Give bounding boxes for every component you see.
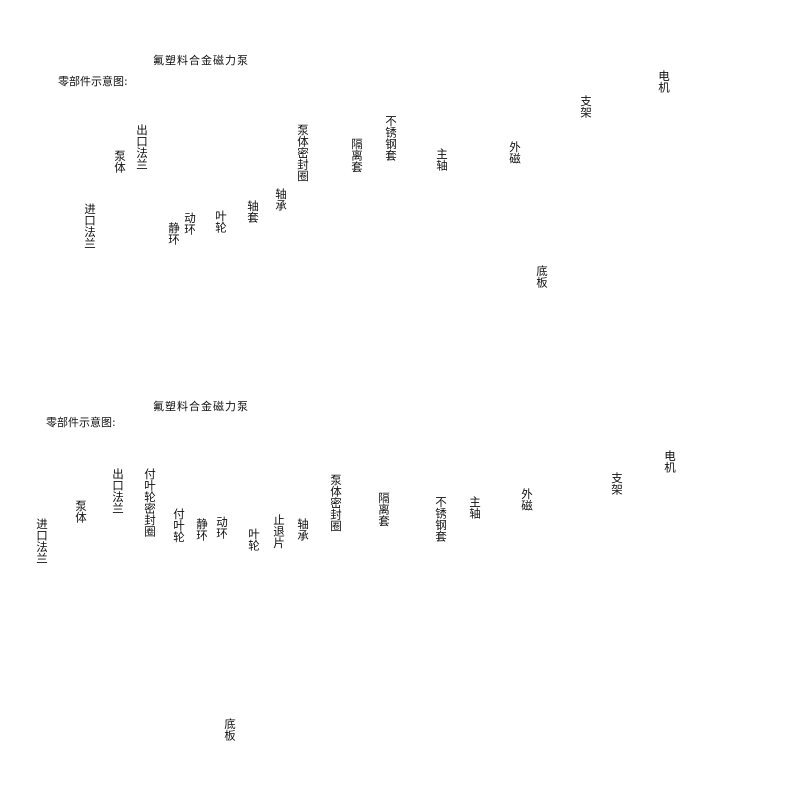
top-label-isolation-sleeve: 隔离套 bbox=[350, 138, 364, 173]
bottom-label-aux-impeller: 付叶轮 bbox=[172, 508, 186, 543]
top-leader-lines bbox=[88, 100, 663, 290]
bottom-label-bracket: 支架 bbox=[610, 472, 624, 495]
top-outer-magnet bbox=[481, 184, 535, 226]
top-label-static-ring: 静环 bbox=[167, 222, 181, 245]
bottom-label-outer-magnet: 外磁 bbox=[520, 488, 534, 511]
top-label-main-shaft: 主轴 bbox=[435, 148, 449, 171]
bottom-main-shaft bbox=[458, 586, 489, 596]
bottom-isolation-sleeve bbox=[354, 563, 409, 641]
top-label-moving-ring: 动环 bbox=[183, 212, 197, 235]
bottom-static-ring bbox=[199, 623, 209, 641]
bottom-label-bearing: 轴承 bbox=[296, 518, 310, 541]
top-label-pump-body-seal: 泵体密封圈 bbox=[296, 124, 310, 182]
bottom-bracket bbox=[559, 527, 637, 621]
bottom-label-impeller: 叶轮 bbox=[247, 528, 261, 551]
bottom-outlet-flange bbox=[81, 541, 127, 563]
top-subtitle: 零部件示意图: bbox=[58, 75, 128, 88]
top-inlet-flange bbox=[73, 283, 103, 341]
bottom-title: 氟塑料合金磁力泵 bbox=[153, 400, 249, 413]
bottom-pump-body-seal bbox=[314, 561, 362, 651]
bottom-label-main-shaft: 主轴 bbox=[468, 496, 482, 519]
bottom-label-isolation-sleeve: 隔离套 bbox=[377, 492, 391, 527]
top-moving-ring bbox=[180, 280, 192, 298]
top-isolation-sleeve bbox=[328, 207, 381, 281]
top-label-pump-body: 泵体 bbox=[113, 150, 127, 173]
bottom-label-static-ring: 静环 bbox=[195, 518, 209, 541]
bottom-label-motor: 电机 bbox=[663, 450, 677, 473]
top-motor bbox=[635, 117, 753, 216]
bottom-stop-plate bbox=[273, 606, 281, 622]
top-bearing bbox=[275, 257, 285, 271]
bottom-label-base-plate: 底板 bbox=[223, 718, 237, 741]
top-label-impeller: 叶轮 bbox=[214, 210, 228, 233]
bottom-label-aux-impeller-seal: 付叶轮密封圈 bbox=[143, 468, 157, 537]
bottom-aux-impeller bbox=[163, 599, 193, 661]
top-label-bearing: 轴承 bbox=[274, 188, 288, 211]
bottom-label-pump-body-seal: 泵体密封圈 bbox=[329, 474, 343, 532]
top-label-motor: 电机 bbox=[657, 70, 671, 93]
top-static-ring bbox=[170, 281, 182, 299]
bottom-stainless-sleeve bbox=[407, 567, 449, 613]
bottom-label-stop-plate: 止退片 bbox=[272, 514, 286, 549]
bottom-aux-impeller-seal bbox=[138, 611, 158, 665]
top-shaft-sleeve bbox=[243, 261, 273, 275]
bottom-pump-body bbox=[67, 577, 139, 678]
top-label-inlet-flange: 进口法兰 bbox=[83, 203, 97, 249]
top-label-outer-magnet: 外磁 bbox=[508, 141, 522, 164]
top-pump-body bbox=[109, 244, 169, 337]
top-pump-body-seal bbox=[293, 207, 337, 297]
top-label-base-plate: 底板 bbox=[535, 265, 549, 288]
top-bracket bbox=[549, 139, 623, 226]
top-stainless-sleeve bbox=[373, 205, 415, 251]
bottom-inlet-flange bbox=[29, 599, 59, 657]
bottom-label-moving-ring: 动环 bbox=[215, 516, 229, 539]
top-base-plate bbox=[376, 274, 512, 351]
bottom-leader-lines bbox=[39, 481, 676, 723]
bottom-label-pump-body: 泵体 bbox=[74, 500, 88, 523]
top-label-outlet-flange: 出口法兰 bbox=[135, 124, 149, 170]
bottom-label-inlet-flange: 进口法兰 bbox=[35, 518, 49, 564]
bottom-subtitle: 零部件示意图: bbox=[46, 416, 116, 429]
bottom-outer-magnet bbox=[493, 555, 557, 617]
top-label-bracket: 支架 bbox=[579, 95, 593, 118]
bottom-label-stainless-sleeve: 不锈钢套 bbox=[434, 496, 448, 542]
top-impeller bbox=[193, 259, 239, 301]
bottom-moving-ring bbox=[209, 623, 219, 641]
top-outlet-flange bbox=[107, 193, 149, 247]
top-main-shaft bbox=[431, 212, 478, 222]
bottom-impeller bbox=[227, 601, 273, 651]
top-label-shaft-sleeve: 轴套 bbox=[246, 200, 260, 223]
top-title: 氟塑料合金磁力泵 bbox=[153, 54, 249, 67]
bottom-label-outlet-flange: 出口法兰 bbox=[111, 468, 125, 514]
top-label-stainless-sleeve: 不锈钢套 bbox=[384, 115, 398, 161]
bottom-motor bbox=[649, 504, 781, 619]
bottom-bearing bbox=[285, 611, 309, 623]
